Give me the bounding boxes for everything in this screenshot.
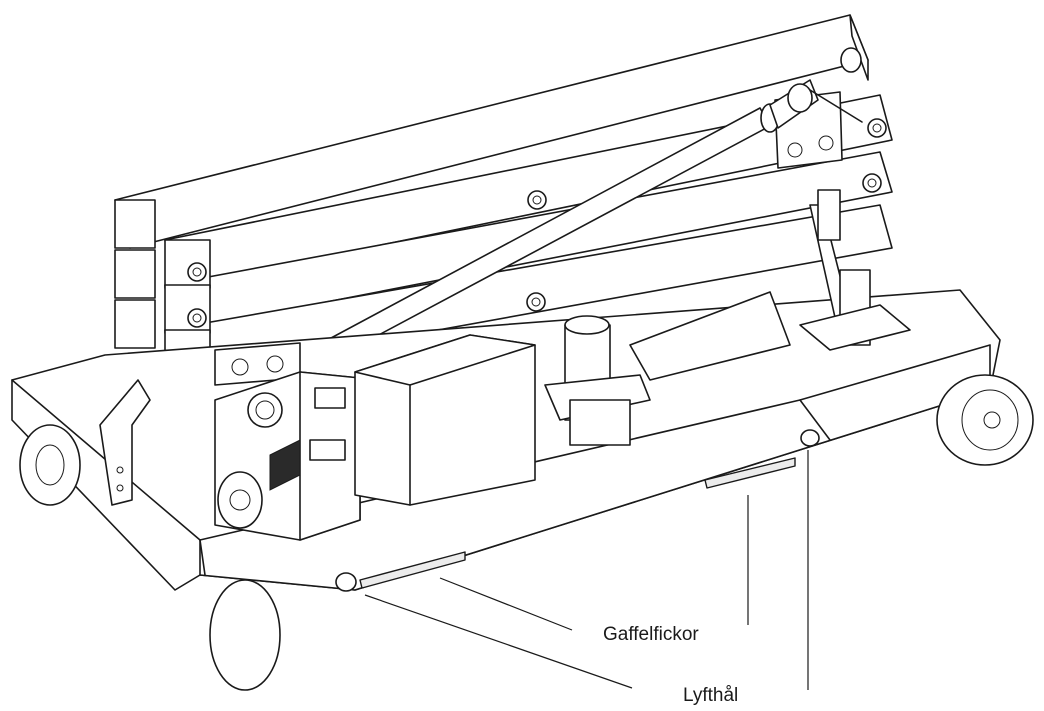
wheels [19,374,1034,691]
label-fork-pockets: Gaffelfickor [603,624,699,645]
pump-housing [354,334,536,506]
left-bracket [99,342,301,506]
callout-leaders [364,450,809,690]
hydraulic-cylinder [254,79,863,399]
motor [544,315,651,446]
lift-column [629,189,911,381]
label-lifting-holes: Lyfthål [683,685,738,706]
